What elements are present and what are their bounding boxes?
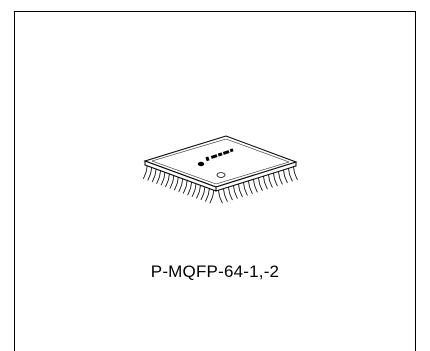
lead-pin [165, 173, 170, 188]
chip-package-illustration [142, 135, 298, 204]
lead-pin [209, 190, 215, 204]
lead-pin [191, 183, 197, 197]
lead-pin [258, 177, 263, 191]
lead-pin [238, 183, 243, 198]
lead-pin [178, 178, 184, 192]
lead-pin [278, 171, 283, 185]
lead-pin [196, 185, 201, 199]
chip-body-side-right [215, 161, 297, 192]
lead-pin [283, 169, 288, 184]
lead-pin [160, 172, 166, 186]
lead-pin [293, 166, 298, 180]
lead-pin [233, 185, 238, 199]
right-leads [218, 166, 298, 204]
pin1-marker [216, 172, 226, 178]
lead-pin [218, 190, 223, 204]
lead-pin [253, 179, 258, 193]
lead-pin [151, 168, 157, 183]
lead-pin [273, 172, 278, 187]
lead-pin [204, 188, 210, 202]
lead-pin [187, 181, 192, 196]
figure-frame [14, 11, 416, 351]
lead-pin [182, 180, 188, 194]
lead-pin [263, 176, 268, 190]
lead-pin [243, 182, 248, 196]
package-label: P-MQFP-64-1,-2 [150, 262, 280, 281]
chip-body-bevel [151, 138, 290, 185]
chip-body-top [143, 135, 298, 188]
lead-pin [169, 175, 175, 189]
lead-pin [248, 180, 253, 195]
left-leads [142, 165, 215, 204]
lead-pin [173, 177, 179, 191]
lead-pin [200, 186, 206, 201]
lead-pin [142, 165, 148, 179]
lead-pin [147, 167, 153, 181]
lead-pin [156, 170, 161, 184]
lead-pin [228, 187, 233, 201]
lead-pin [288, 168, 293, 182]
lead-pin [223, 188, 228, 202]
chip-logo-marking [197, 148, 234, 167]
lead-pin [268, 174, 273, 188]
